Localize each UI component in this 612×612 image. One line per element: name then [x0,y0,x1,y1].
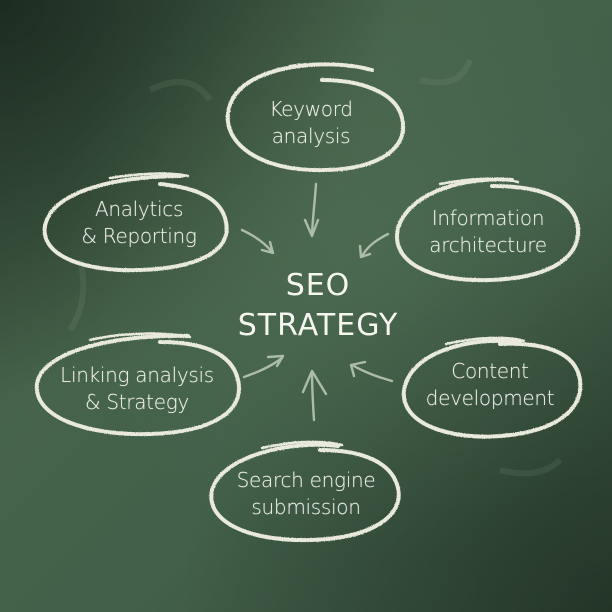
center-title-line1: SEO [285,268,351,303]
node-keyword-line2: analysis [271,124,351,148]
arrow-search [301,369,328,422]
node-content-line2: development [425,386,555,410]
node-analytics-line2: & Reporting [81,224,197,248]
arrow-keyword [303,182,320,238]
ellipse-linking [34,332,241,437]
center-title: SEO STRATEGY [238,266,399,346]
center-title-line2: STRATEGY [237,308,399,343]
node-linking-analysis: Linking analysis & Strategy [60,362,214,416]
ellipse-information [394,177,581,283]
node-search-line2: submission [251,495,361,519]
arrow-information [358,232,390,259]
node-information-line2: architecture [429,233,547,257]
arrow-content [349,360,394,383]
arrow-linking [242,354,285,379]
arrow-analytics [240,228,275,255]
ellipse-analytics [42,172,229,273]
ellipse-content [401,336,583,439]
node-content-line1: Content [451,359,529,383]
node-content-development: Content development [426,358,555,412]
node-keyword-line1: Keyword [269,97,353,121]
node-search-line1: Search engine [236,468,376,492]
node-analytics-reporting: Analytics & Reporting [81,196,196,250]
ellipse-keyword [225,62,406,173]
node-information-line1: Information [431,206,545,230]
node-linking-line2: & Strategy [85,390,189,414]
node-linking-line1: Linking analysis [60,363,214,387]
node-keyword-analysis: Keyword analysis [269,96,353,150]
ellipse-search [209,440,401,543]
node-search-engine-submission: Search engine submission [237,467,376,521]
node-information-architecture: Information architecture [429,205,547,259]
node-analytics-line1: Analytics [94,197,184,221]
